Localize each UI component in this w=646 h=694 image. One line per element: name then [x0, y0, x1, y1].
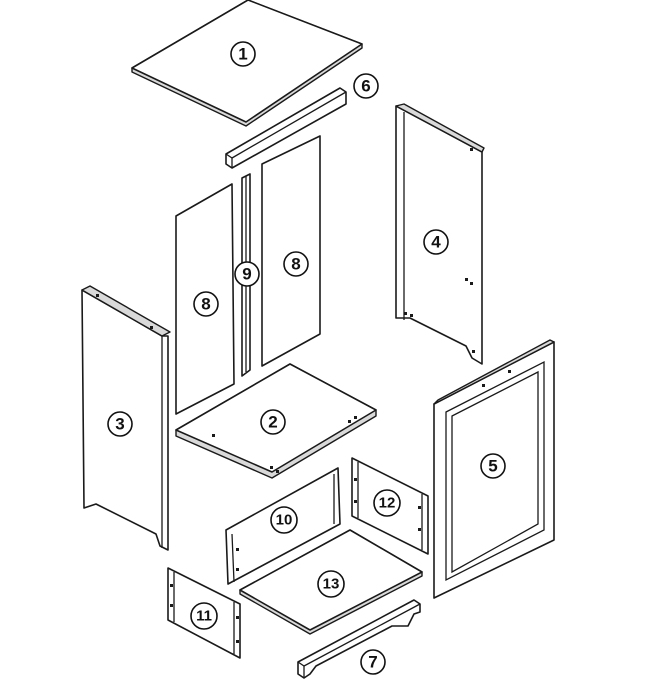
part-8-right-back-panel [261, 135, 321, 367]
callout-label-5: 5 [488, 457, 497, 476]
callout-4: 4 [423, 229, 449, 255]
part-7-kick-rail [297, 599, 421, 679]
callout-label-2: 2 [268, 413, 277, 432]
callout-8b: 8 [283, 251, 309, 277]
callout-7: 7 [360, 649, 386, 675]
callout-13: 13 [317, 570, 345, 598]
callout-label-6: 6 [361, 77, 370, 96]
callout-11: 11 [190, 602, 218, 630]
callout-6: 6 [353, 73, 379, 99]
callout-3: 3 [107, 411, 133, 437]
callout-label-12: 12 [379, 495, 396, 512]
callout-label-1: 1 [238, 45, 247, 64]
callout-label-8a: 8 [201, 295, 210, 314]
callout-label-3: 3 [115, 415, 124, 434]
callout-label-9: 9 [242, 265, 251, 284]
callout-8a: 8 [193, 291, 219, 317]
callout-label-10: 10 [276, 512, 293, 529]
callout-label-8b: 8 [291, 255, 300, 274]
part-6-top-rail [225, 87, 347, 169]
callout-10: 10 [270, 506, 298, 534]
callout-label-11: 11 [196, 608, 212, 625]
callout-1: 1 [230, 41, 256, 67]
callout-9: 9 [234, 261, 260, 287]
callout-label-13: 13 [323, 576, 340, 593]
callout-label-4: 4 [431, 233, 441, 252]
callout-label-7: 7 [368, 653, 377, 672]
callout-5: 5 [480, 453, 506, 479]
callout-2: 2 [260, 409, 286, 435]
callout-12: 12 [373, 489, 401, 517]
